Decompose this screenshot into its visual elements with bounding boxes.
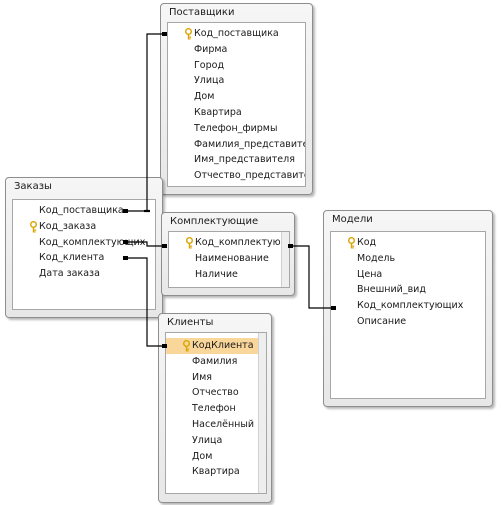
field-name: Фамилия_представителя <box>194 138 305 150</box>
field-item[interactable]: Наличие <box>169 267 289 283</box>
field-name: Цена <box>357 268 383 280</box>
field-item[interactable]: Город <box>168 58 305 74</box>
field-name: Код_комплектующих <box>39 236 146 248</box>
field-item[interactable]: Код_поставщика <box>13 203 155 219</box>
primary-key-icon <box>186 237 193 249</box>
field-name: Улица <box>194 75 225 87</box>
field-name: Дом <box>194 91 215 103</box>
field-item[interactable]: Цена <box>331 267 485 283</box>
primary-key-icon <box>183 340 190 352</box>
field-item[interactable]: Наименование <box>169 251 289 267</box>
field-name: Наименование <box>195 252 269 264</box>
field-item[interactable]: Фамилия_представителя <box>168 137 305 153</box>
field-item[interactable]: Код_клиента <box>13 250 155 266</box>
field-name: Отчество <box>192 387 239 399</box>
field-item[interactable]: Дата заказа <box>13 266 155 282</box>
field-name: Населённый пункт <box>192 418 266 430</box>
field-name: Код_заказа <box>39 220 97 232</box>
field-item[interactable]: Дом <box>166 449 266 465</box>
field-name: Город <box>194 59 225 71</box>
field-name: Отчество_представителя <box>194 170 305 182</box>
vertical-scrollbar[interactable] <box>258 333 266 493</box>
table-title[interactable]: Клиенты <box>167 317 214 328</box>
field-item[interactable]: Населённый пункт <box>166 417 266 433</box>
field-name: Фирма <box>194 43 228 55</box>
field-item[interactable]: Модель <box>331 251 485 267</box>
field-list-box: Код_комплектующихНаименованиеНаличие <box>168 231 290 288</box>
field-name: Телефон_фирмы <box>194 122 278 134</box>
field-name: Модель <box>357 252 396 264</box>
table-title[interactable]: Поставщики <box>169 7 235 18</box>
field-name: КодКлиента <box>192 340 254 351</box>
table-title[interactable]: Комплектующие <box>170 216 259 227</box>
field-name: Код_поставщика <box>194 28 279 39</box>
field-item[interactable]: Квартира <box>168 105 305 121</box>
field-item[interactable]: Имя <box>166 370 266 386</box>
field-item[interactable]: Код_заказа <box>13 219 155 235</box>
field-item[interactable]: Фирма <box>168 42 305 58</box>
field-item[interactable]: Улица <box>168 73 305 89</box>
field-name: Имя_представителя <box>194 154 295 166</box>
field-item[interactable]: Улица <box>166 433 266 449</box>
field-name: Дом <box>192 450 213 462</box>
field-item[interactable]: Телефон_фирмы <box>168 121 305 137</box>
field-item[interactable]: Имя_представителя <box>168 152 305 168</box>
field-name: Код_комплектующих <box>357 300 464 312</box>
field-name: Имя <box>192 371 212 383</box>
field-item[interactable]: Описание <box>331 314 485 330</box>
field-name: Наличие <box>195 268 238 280</box>
field-item[interactable]: Внешний_вид <box>331 282 485 298</box>
field-item[interactable]: Код <box>331 235 485 251</box>
field-item[interactable]: Код_поставщика <box>168 26 305 42</box>
field-item[interactable]: Код_комплектующих <box>13 235 155 251</box>
field-item[interactable]: Код_комплектующих <box>331 298 485 314</box>
field-name: Квартира <box>192 466 240 478</box>
field-name: Код <box>357 237 377 248</box>
table-title[interactable]: Заказы <box>14 181 52 192</box>
primary-key-icon <box>348 237 355 249</box>
field-name: Фамилия <box>192 355 238 367</box>
field-name: Внешний_вид <box>357 284 426 296</box>
field-name: Код_клиента <box>39 252 105 264</box>
field-item[interactable]: Фамилия <box>166 354 266 370</box>
field-item[interactable]: Отчество_представителя <box>168 168 305 184</box>
field-name: Дата заказа <box>39 268 100 280</box>
vertical-scrollbar[interactable] <box>281 232 289 287</box>
field-name: Телефон <box>192 403 236 415</box>
field-list: Код_комплектующихНаименованиеНаличие <box>169 235 289 282</box>
field-name: Код_поставщика <box>39 205 124 216</box>
field-item[interactable]: Телефон <box>166 401 266 417</box>
table-title[interactable]: Модели <box>332 214 373 225</box>
primary-key-icon <box>30 220 37 233</box>
primary-key-icon <box>185 28 192 40</box>
field-name: Улица <box>192 434 223 446</box>
field-item[interactable]: Код_комплектующих <box>169 235 289 251</box>
field-item[interactable]: КодКлиента <box>166 338 266 354</box>
field-name: Описание <box>357 315 407 327</box>
field-item[interactable]: Отчество <box>166 385 266 401</box>
field-item[interactable]: Дом <box>168 89 305 105</box>
table-window-components[interactable]: Комплектующие Код_комплектующихНаименова… <box>161 212 295 296</box>
field-item[interactable]: Квартира <box>166 464 266 480</box>
field-name: Код_комплектующих <box>195 237 289 248</box>
field-name: Квартира <box>194 106 242 118</box>
